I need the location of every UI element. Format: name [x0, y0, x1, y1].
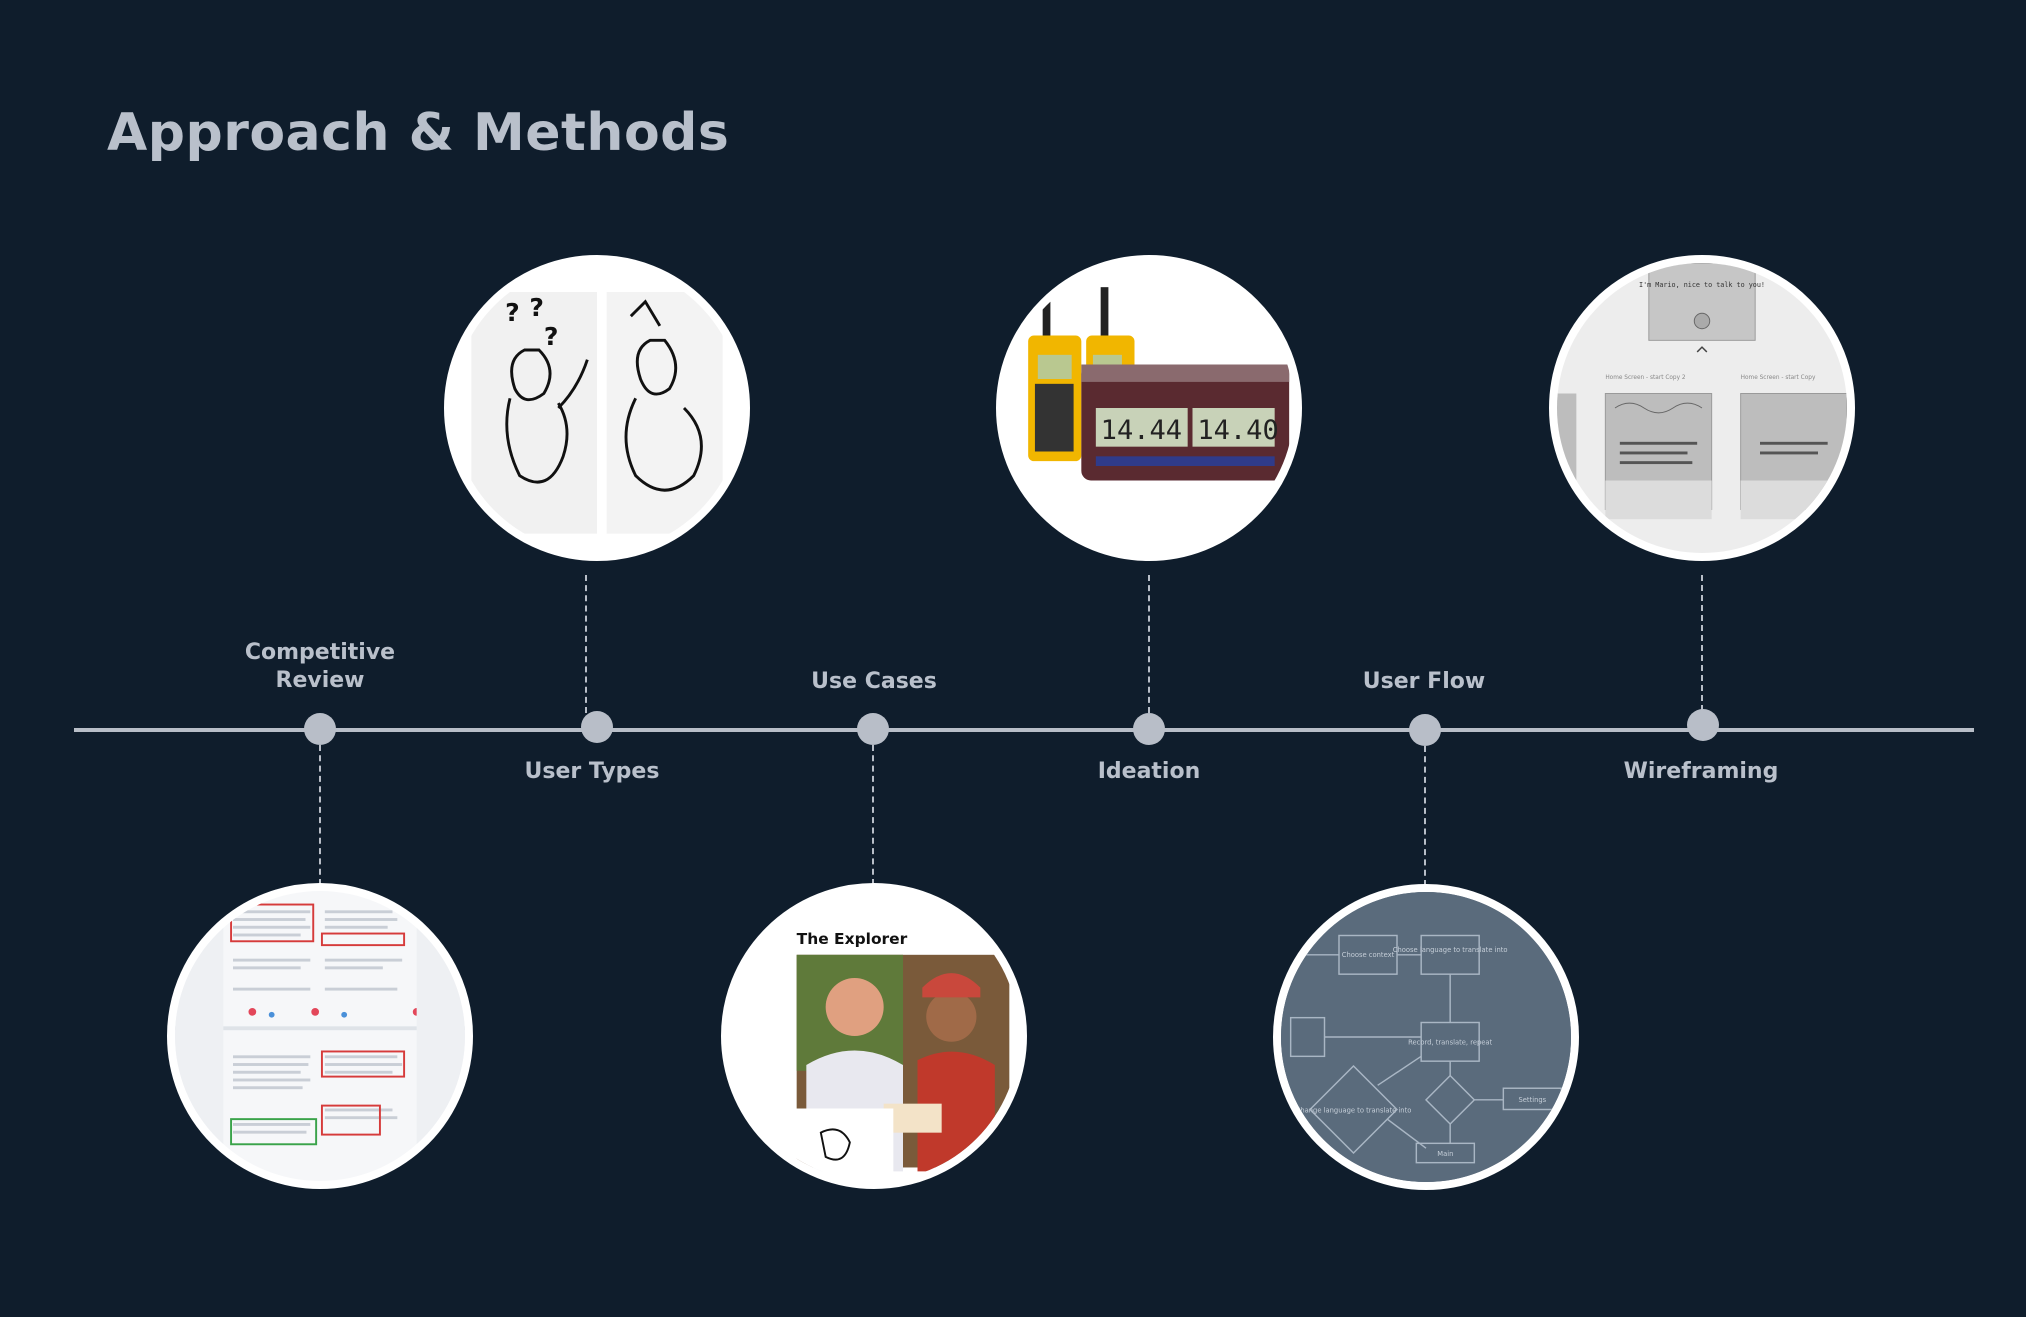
app-review-screenshots-icon	[175, 891, 465, 1181]
user-types-node[interactable]	[581, 711, 613, 743]
competitive-review-image[interactable]	[167, 883, 473, 1189]
competitive-review-node[interactable]	[304, 713, 336, 745]
wire-header-1: Home Screen - start Copy 2	[1605, 375, 1686, 381]
svg-text:?: ?	[544, 322, 559, 351]
competitive-review-connector	[319, 745, 321, 885]
wireframing-connector	[1701, 575, 1703, 711]
user-flow-label: User Flow	[1362, 669, 1486, 694]
competitive-review-label: Competitive Review	[190, 639, 450, 695]
wire-dialog-text: I'm Mario, nice to talk to you!	[1639, 281, 1765, 289]
flow-box-choose-context: Choose context	[1342, 951, 1395, 959]
flow-box-settings: Settings	[1518, 1096, 1546, 1104]
ideation-node[interactable]	[1133, 713, 1165, 745]
competitive-review-label-line1: Competitive	[244, 640, 396, 665]
ideation-label: Ideation	[1097, 759, 1201, 784]
user-flow-connector	[1424, 746, 1426, 886]
ideation-image[interactable]: 14.44 14.40	[996, 255, 1302, 561]
user-types-connector	[585, 575, 587, 713]
flow-box-choose-language: Choose language to translate into	[1393, 946, 1508, 954]
user-types-label: User Types	[524, 759, 660, 784]
wireframing-label: Wireframing	[1623, 759, 1779, 784]
clock-right-readout: 14.40	[1197, 415, 1278, 446]
svg-text:?: ?	[505, 298, 520, 327]
use-cases-node[interactable]	[857, 713, 889, 745]
timer-and-walkie-talkie-icon: 14.44 14.40	[1004, 263, 1294, 553]
use-cases-image[interactable]: The Explorer	[721, 883, 1027, 1189]
use-cases-caption: The Explorer	[797, 930, 908, 948]
flow-box-change-language: Change language to translate into	[1296, 1106, 1412, 1114]
page-title: Approach & Methods	[107, 103, 730, 163]
use-cases-label: Use Cases	[811, 669, 937, 694]
ideation-connector	[1148, 575, 1150, 713]
flow-box-record: Record, translate, repeat	[1408, 1039, 1492, 1047]
use-cases-connector	[872, 745, 874, 885]
user-flow-node[interactable]	[1409, 714, 1441, 746]
wireframe-screens-icon: I'm Mario, nice to talk to you! Home Scr…	[1557, 263, 1847, 553]
svg-text:?: ?	[529, 293, 544, 322]
persona-photo-icon: The Explorer	[729, 891, 1019, 1181]
wireframing-node[interactable]	[1687, 709, 1719, 741]
user-types-image[interactable]: ???	[444, 255, 750, 561]
competitive-review-label-line2: Review	[275, 668, 365, 693]
flow-box-main: Main	[1437, 1150, 1453, 1158]
flowchart-icon: Choose context Choose language to transl…	[1281, 892, 1571, 1182]
user-flow-image[interactable]: Choose context Choose language to transl…	[1273, 884, 1579, 1190]
wire-header-2: Home Screen - start Copy	[1741, 375, 1816, 381]
clock-left-readout: 14.44	[1101, 415, 1182, 446]
timeline-line	[74, 728, 1974, 732]
user-sketches-icon: ???	[452, 263, 742, 553]
wireframing-image[interactable]: I'm Mario, nice to talk to you! Home Scr…	[1549, 255, 1855, 561]
